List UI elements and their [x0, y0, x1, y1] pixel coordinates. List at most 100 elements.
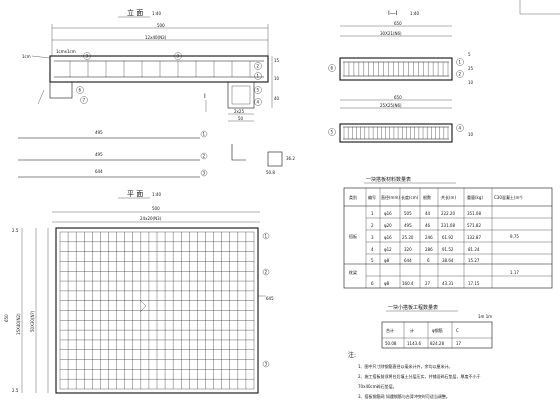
mt-r3-c2: φ12 — [384, 247, 392, 252]
notes-line-2: 2、施工搭板前须将台后填土分层压实，并铺设碎石垫层，厚度不小于 — [358, 373, 481, 379]
rebar-details: 495 1 495 2 644 3 36.2 50.8 — [18, 130, 295, 178]
bar1-length: 495 — [95, 130, 103, 135]
mt-header-0: 类别 — [349, 194, 357, 200]
st-cell-1: 1143.6 — [407, 341, 421, 346]
plan-view: 平 面 1:40 500 24x20(N3) 650 15X40(N2) 50X… — [4, 190, 274, 394]
plan-rebar-grid — [59, 231, 255, 390]
plan-left-dim-top: 2.5 — [12, 228, 19, 233]
elevation-cover-note-mid: 1cmx1cm — [56, 49, 76, 54]
mt-r5-c2: φ8 — [384, 281, 390, 286]
section-side-dim-3: 10 — [468, 80, 474, 85]
svg-text:2: 2 — [257, 64, 260, 69]
plan-right-tag: 645 — [266, 296, 274, 301]
elevation-bottom-dim2: 50 — [238, 116, 244, 121]
section-bottom-outline — [339, 123, 453, 143]
mt-r1-c2: φ20 — [384, 223, 392, 228]
mt-r0-c4: 44 — [425, 211, 431, 216]
st-cell-0: 50.08 — [385, 341, 397, 346]
mt-r2-c5: 61.92 — [442, 235, 454, 240]
mt-header-2: 直径(mm) — [381, 194, 400, 200]
section-side-dim-1: 5 — [468, 52, 471, 57]
mt-header-7: C30混凝土(m³) — [494, 194, 523, 200]
mt-r5-c3: 160.4 — [402, 281, 414, 286]
elevation-bottom-dim: 2x25 — [234, 109, 244, 114]
plan-dim-spacing: 24x20(N3) — [140, 216, 162, 221]
section-top-outline — [339, 57, 453, 81]
svg-text:1: 1 — [459, 60, 462, 65]
stirrup-dim-1: 36.2 — [286, 156, 295, 161]
st-cell-2: 824.28 — [430, 341, 444, 346]
plan-dim-total: 500 — [152, 206, 160, 211]
section-title: I—I — [388, 10, 398, 17]
mt-r2-c6: 132.87 — [467, 235, 481, 240]
svg-text:7: 7 — [83, 98, 86, 103]
plan-left-dim-spacing: 15X40(N2) — [16, 313, 21, 335]
elevation-scale: 1:40 — [152, 11, 161, 16]
st-header-1: 计 — [410, 327, 414, 333]
plan-left-dim-bottom: 2.5 — [12, 388, 19, 393]
st-cell-3: 17 — [456, 341, 462, 346]
notes-line-1: 1、图中尺寸除钢筋直径以毫米计外，余均以厘米计。 — [358, 363, 453, 369]
mt-r5-c5: 43.31 — [442, 281, 454, 286]
mt-r0-c1: 1 — [371, 211, 374, 216]
material-table-title: 一块搭板材料数量表 — [366, 176, 411, 183]
mt-header-1: 编号 — [368, 194, 376, 200]
st-header-2: φ钢筋 — [432, 327, 443, 333]
mt-r4-c3: 644 — [404, 258, 412, 263]
mt-r4-c1: 5 — [371, 258, 374, 263]
mt-r1-c1: 2 — [371, 223, 374, 228]
mt-r4-c5: 38.64 — [442, 258, 454, 263]
svg-text:2: 2 — [265, 270, 268, 275]
svg-text:4: 4 — [257, 100, 260, 105]
bar3-length: 644 — [95, 169, 103, 174]
elevation-side-dim-3: 40 — [274, 96, 280, 101]
section-bottom-bars — [343, 127, 449, 139]
mt-group-beam: 枕梁 — [349, 269, 357, 275]
svg-text:3: 3 — [86, 54, 89, 59]
material-table: 一块搭板材料数量表 类别 编号 直径(mm) 长度(cm) 根数 共长(m) 重… — [343, 176, 553, 289]
plan-scale: 1:40 — [152, 192, 161, 197]
mt-r4-c6: 15.27 — [468, 258, 480, 263]
stirrup-detail — [267, 151, 283, 167]
svg-text:6: 6 — [331, 66, 334, 71]
st-header-3: C — [456, 328, 459, 333]
elevation-side-dim-2: 10 — [274, 76, 280, 81]
mt-concrete-beam: 1.17 — [510, 270, 519, 275]
mt-group-slab: 搭板 — [349, 233, 357, 239]
section-side-dim-2: 25 — [468, 66, 474, 71]
mt-r5-c4: 27 — [425, 281, 431, 286]
mt-r0-c5: 222.20 — [441, 211, 455, 216]
mt-r3-c1: 4 — [371, 247, 374, 252]
notes-line-4: 3、搭板钢筋网 如遇钢筋与台背冲突时可适当调整。 — [358, 393, 450, 399]
notes: 注: 1、图中尺寸除钢筋直径以毫米计外，余均以厘米计。 2、施工搭板前须将台后填… — [348, 351, 481, 399]
plan-slab-outline — [55, 227, 259, 394]
elevation-title: 立 面 — [127, 8, 143, 17]
svg-text:3: 3 — [265, 362, 268, 367]
st-header-0: 合计 — [386, 327, 394, 333]
mt-r3-c3: 320 — [404, 247, 412, 252]
svg-text:5: 5 — [331, 130, 334, 135]
section-dim-mid: 650 — [394, 95, 402, 100]
elevation-callouts: 3 3 2 1 6 7 5 4 — [76, 52, 262, 106]
section-dim-spacing-mid: 25X25(N6) — [380, 103, 402, 108]
mt-r5-c6: 17.15 — [468, 281, 480, 286]
hook-detail — [231, 144, 246, 161]
small-table-title: 一块小搭板工程数量表 — [388, 304, 438, 311]
elevation-side-dim-1: 15 — [274, 58, 280, 63]
mt-r1-c5: 231.08 — [441, 223, 455, 228]
stirrup-dim-2: 50.8 — [266, 170, 275, 175]
svg-text:3: 3 — [177, 54, 180, 59]
notes-heading: 注: — [348, 351, 356, 359]
small-table-unit: 1m 1m — [478, 314, 492, 319]
elevation-dim-spacing: 12x40(N3) — [145, 35, 167, 40]
section-side-dim-4: 10 — [468, 132, 474, 137]
section-scale: 1:40 — [410, 11, 419, 16]
elevation-cover-note-left: 1cm — [22, 54, 31, 59]
svg-text:1: 1 — [265, 234, 268, 239]
bar2-length: 495 — [95, 152, 103, 157]
elevation-end-block — [49, 81, 73, 99]
mt-r0-c3: 505 — [404, 211, 412, 216]
elevation-section-mark: I — [204, 93, 206, 100]
svg-text:2: 2 — [459, 72, 462, 77]
section-dim-top: 650 — [394, 21, 402, 26]
